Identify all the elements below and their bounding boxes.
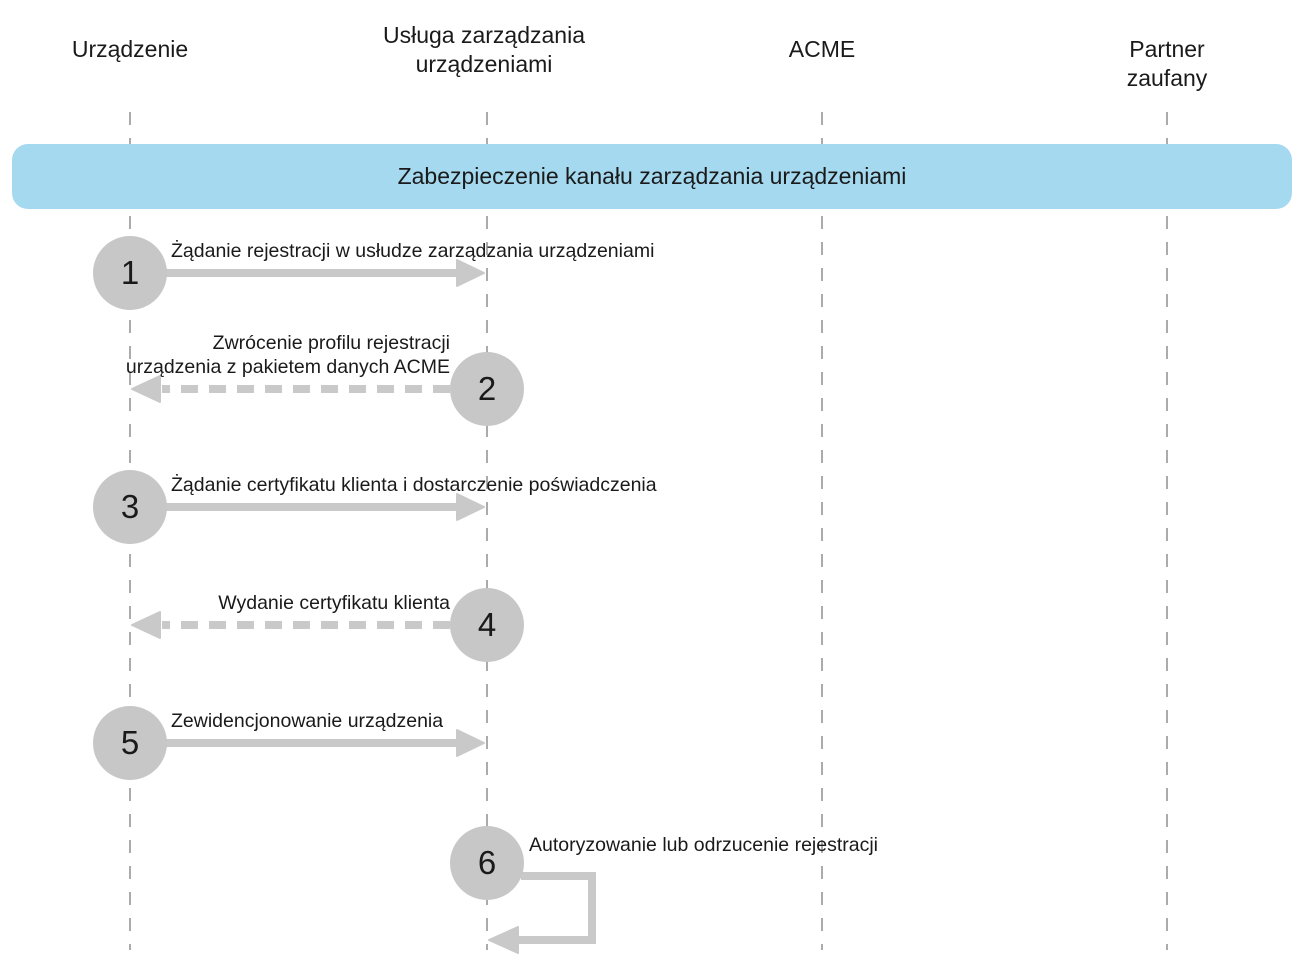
step-3-label: Żądanie certyfikatu klienta i dostarczen… [171, 474, 657, 496]
step-5-number: 5 [120, 724, 140, 761]
step-1-badge: 1 [93, 236, 167, 310]
step-3-badge: 3 [93, 470, 167, 544]
step-6-badge: 6 [450, 826, 524, 900]
step-5-arrow [165, 729, 485, 757]
step-3-number: 3 [120, 488, 140, 525]
step-4-label: Wydanie certyfikatu klienta [218, 592, 450, 614]
step-5-label: Zewidencjonowanie urządzenia [171, 710, 444, 732]
step-3-arrowhead-right-icon [456, 493, 485, 521]
step-1-number: 1 [120, 254, 140, 291]
step-2-badge: 2 [450, 352, 524, 426]
step-1-label: Żądanie rejestracji w usłudze zarządzani… [171, 240, 655, 262]
step-1-arrowhead-right-icon [456, 259, 485, 287]
actor-partner-zaufany: Partner zaufany [1126, 36, 1208, 91]
step-4-arrowhead-left-icon [131, 611, 161, 639]
step-3-arrow [165, 493, 485, 521]
step-2-arrowhead-left-icon [131, 375, 161, 403]
step-2-number: 2 [477, 370, 497, 407]
step-4-arrow [131, 611, 450, 639]
step-4-badge: 4 [450, 588, 524, 662]
step-6-loop-line [506, 872, 596, 944]
banner-label: Zabezpieczenie kanału zarządzania urządz… [397, 163, 907, 189]
step-6-number: 6 [477, 844, 497, 881]
actor-usluga-zarzadzania: Usługa zarządzania urządzeniami [382, 22, 585, 77]
actor-acme: ACME [788, 36, 856, 62]
step-4-number: 4 [477, 606, 497, 643]
actor-urzadzenie: Urządzenie [71, 36, 189, 62]
step-5-arrowhead-right-icon [456, 729, 485, 757]
step-6-self-loop-arrow [488, 872, 596, 954]
step-6-label: Autoryzowanie lub odrzucenie rejestracji [529, 834, 879, 856]
step-6-arrowhead-left-icon [488, 926, 519, 954]
step-2-label: Zwrócenie profilu rejestracji urządzenia… [125, 332, 450, 378]
step-1-arrow [165, 259, 485, 287]
step-2-arrow [131, 375, 450, 403]
step-5-badge: 5 [93, 706, 167, 780]
banner-zabezpieczenie-kanalu: Zabezpieczenie kanału zarządzania urządz… [12, 144, 1292, 209]
